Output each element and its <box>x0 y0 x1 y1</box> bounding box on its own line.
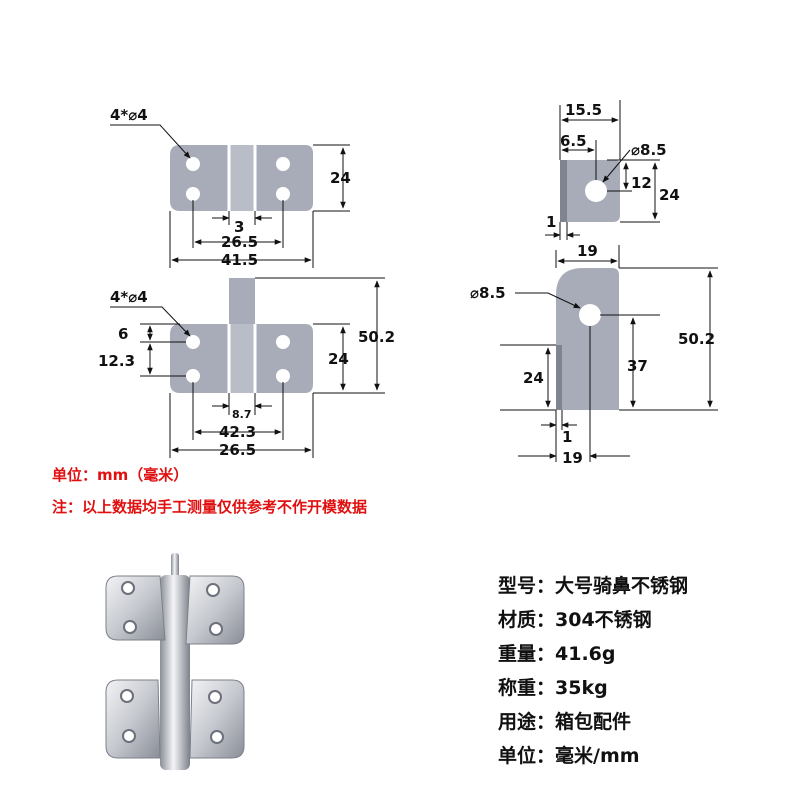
hole-height-dimension: 12 <box>631 174 652 192</box>
spec-label: 用途： <box>498 710 555 733</box>
spec-list: 型号：大号骑鼻不锈钢 材质：304不锈钢 重量：41.6g 称重：35kg 用途… <box>498 574 688 767</box>
width-dimension: 15.5 <box>565 101 602 119</box>
spec-value: 箱包配件 <box>555 710 631 733</box>
overall-width-dimension: 41.5 <box>221 251 258 269</box>
top-side-view: 15.5 6.5 ⌀8.5 12 24 1 <box>545 100 680 240</box>
spec-label: 重量： <box>498 643 555 665</box>
overall-width-dimension: 42.3 <box>219 423 256 441</box>
bottom-side-view: 19 ⌀8.5 50.2 37 24 1 19 <box>470 242 718 467</box>
thickness-dimension: 1 <box>562 428 572 446</box>
spec-value: 304不锈钢 <box>555 609 652 631</box>
spec-value: 毫米/mm <box>555 744 640 767</box>
hole-note-label: 4*⌀4 <box>110 106 148 124</box>
unit-note: 单位：mm（毫米） <box>52 466 188 484</box>
spec-value: 大号骑鼻不锈钢 <box>555 574 688 597</box>
disclaimer-note: 注：以上数据均手工测量仅供参考不作开模数据 <box>52 498 367 516</box>
base-height-dimension: 24 <box>523 369 544 387</box>
overall-height-dimension: 50.2 <box>678 330 715 348</box>
hole-diameter-label: ⌀8.5 <box>470 284 506 302</box>
hole-pitch-dimension: 12.3 <box>98 352 135 370</box>
spec-value: 35kg <box>555 677 608 699</box>
spec-label: 材质： <box>498 608 555 631</box>
top-front-view: 4*⌀4 24 3 26.5 41.5 <box>110 106 351 269</box>
spec-label: 型号： <box>498 574 555 597</box>
thickness-dimension: 1 <box>546 213 556 231</box>
spec-label: 单位： <box>498 744 555 767</box>
svg-text:重量：41.6g: 重量：41.6g <box>498 643 616 665</box>
svg-text:称重：35kg: 称重：35kg <box>498 676 608 699</box>
height-dimension: 24 <box>659 186 680 204</box>
hole-height-dimension: 37 <box>627 357 648 375</box>
width-dimension: 19 <box>577 242 598 260</box>
overall-height-dimension: 50.2 <box>358 328 395 346</box>
height-dimension: 24 <box>330 169 351 187</box>
hole-note-label: 4*⌀4 <box>110 288 148 306</box>
hole-offset-dimension: 6.5 <box>560 132 587 150</box>
spec-value: 41.6g <box>555 643 615 665</box>
svg-text:型号：大号骑鼻不锈钢: 型号：大号骑鼻不锈钢 <box>498 574 688 597</box>
center-width-dimension: 3 <box>234 218 244 236</box>
height-dimension: 24 <box>328 350 349 368</box>
hole-spacing-dimension: 26.5 <box>221 233 258 251</box>
product-photo <box>105 553 245 770</box>
hole-spacing-dimension: 26.5 <box>219 441 256 459</box>
depth-dimension: 19 <box>562 449 583 467</box>
svg-text:单位：毫米/mm: 单位：毫米/mm <box>498 744 640 767</box>
svg-text:用途：箱包配件: 用途：箱包配件 <box>498 710 631 733</box>
offset-top-dimension: 6 <box>118 325 128 343</box>
bottom-front-view: 4*⌀4 6 12.3 24 50.2 8.7 42.3 26.5 <box>98 277 395 459</box>
hole-diameter-label: ⌀8.5 <box>631 141 667 159</box>
svg-text:材质：304不锈钢: 材质：304不锈钢 <box>498 608 652 631</box>
spec-label: 称重： <box>498 676 555 699</box>
pin-width-dimension: 8.7 <box>232 408 252 421</box>
